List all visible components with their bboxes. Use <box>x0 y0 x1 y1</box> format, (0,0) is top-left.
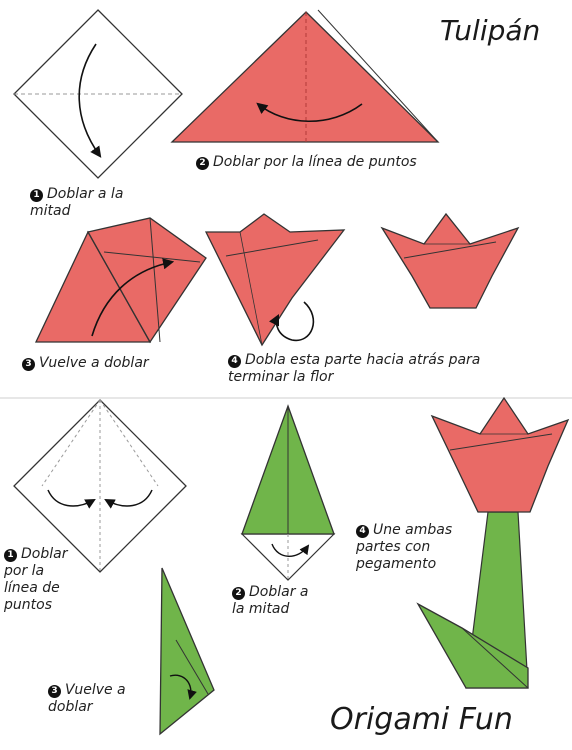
step-number: 2 <box>196 157 209 170</box>
fold-arrow <box>169 674 197 700</box>
step-number: 2 <box>232 587 245 600</box>
footer-brand: Origami Fun <box>330 702 513 737</box>
step-text: Doblar a la mitad <box>30 186 124 219</box>
flower-step3-label: 3 Vuelve a doblar <box>22 355 149 372</box>
final-tulip <box>416 396 570 689</box>
fold-arrow <box>91 258 175 337</box>
flower-result-shape <box>380 212 520 309</box>
flower-step2-triangle <box>170 9 440 143</box>
fold-arrow <box>78 43 102 158</box>
step-text: Doblar a la mitad <box>232 584 309 617</box>
page-title: Tulipán <box>440 14 541 47</box>
step-text: Doblar por la línea de puntos <box>4 546 68 613</box>
step-text: Vuelve a doblar <box>39 355 149 371</box>
stem-step2-shape <box>240 404 336 581</box>
fold-arrow <box>104 489 153 509</box>
flower-step4-shape <box>204 213 346 347</box>
flower-step1-square <box>13 9 183 179</box>
fold-arrow <box>47 489 96 509</box>
fold-arrow <box>268 301 315 342</box>
fold-arrow <box>256 102 363 122</box>
step-number: 4 <box>228 355 241 368</box>
step-number: 1 <box>4 549 17 562</box>
step-number: 1 <box>30 189 43 202</box>
step-text: Doblar por la línea de puntos <box>213 154 417 170</box>
fold-arrow <box>271 543 310 557</box>
stem-step1-square <box>13 399 187 573</box>
step-number: 3 <box>48 685 61 698</box>
flower-step3-shape <box>34 217 207 344</box>
flower-step2-label: 2 Doblar por la línea de puntos <box>196 154 417 171</box>
step-number: 4 <box>356 525 369 538</box>
step-text: Dobla esta parte hacia atrás para termin… <box>228 352 481 385</box>
step-text: Vuelve a doblar <box>48 682 126 715</box>
stem-step3-shape <box>159 567 215 736</box>
step-number: 3 <box>22 358 35 371</box>
step-text: Une ambas partes con pegamento <box>356 522 453 572</box>
